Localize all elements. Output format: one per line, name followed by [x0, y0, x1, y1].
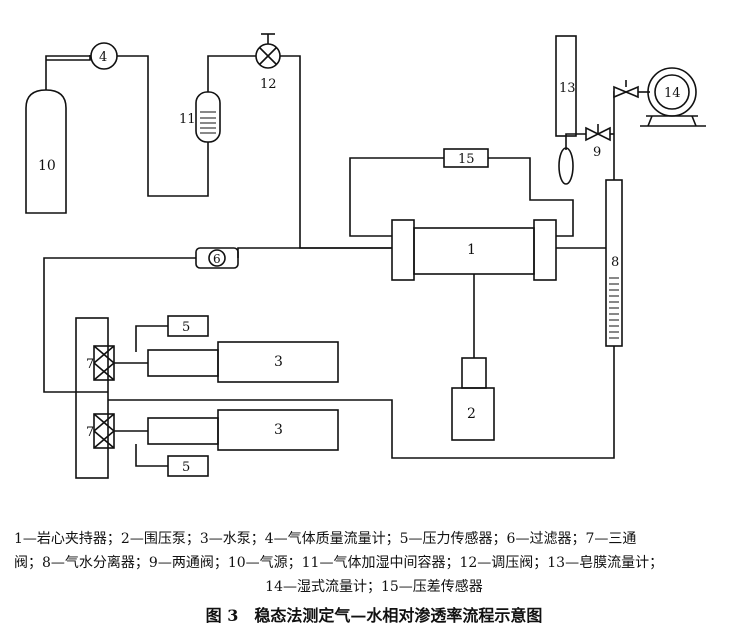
- pipe-filter-to-valve: [43, 257, 196, 393]
- pipe-separator-up: [613, 91, 626, 180]
- label-13: 13: [559, 81, 576, 96]
- valve-manifold-frame: [75, 317, 109, 479]
- pressure-sensor-bottom: 5: [167, 455, 209, 477]
- label-10: 10: [38, 158, 56, 174]
- soap-film-flowmeter: 13: [555, 35, 577, 185]
- wet-flowmeter: 14: [640, 67, 706, 127]
- three-way-valve-bottom: 7: [86, 413, 115, 449]
- label-12: 12: [260, 77, 277, 92]
- label-3-bottom: 3: [274, 422, 283, 438]
- legend-line-2: 阀；8—气水分离器；9—两通阀；10—气源；11—气体加湿中间容器；12—调压阀…: [14, 555, 664, 571]
- three-way-valve-top: 7: [86, 345, 115, 381]
- label-11: 11: [179, 112, 196, 127]
- label-5-top: 5: [182, 320, 190, 335]
- label-15: 15: [458, 152, 475, 167]
- legend-line-1: 1—岩心夹持器；2—围压泵；3—水泵；4—气体质量流量计；5—压力传感器；6—过…: [14, 531, 637, 547]
- gas-water-separator: 8: [605, 179, 623, 347]
- label-4: 4: [99, 50, 107, 65]
- gas-source-cylinder: 10: [25, 60, 67, 214]
- two-way-valve-9: 9: [585, 124, 611, 160]
- confining-pressure-pump: 2: [451, 357, 495, 441]
- pipe-humidifier-out: [207, 55, 256, 92]
- water-pump-bottom: 3: [147, 409, 339, 451]
- label-6: 6: [213, 252, 221, 266]
- label-7-bottom: 7: [86, 425, 94, 440]
- pipe-12-to-core: [280, 55, 392, 249]
- pipe-filter-line: [237, 247, 392, 258]
- label-5-bottom: 5: [182, 460, 190, 475]
- flow-diagram: 10 4 11 12 1 15: [25, 33, 706, 479]
- legend-line-3: 14—湿式流量计；15—压差传感器: [265, 579, 483, 595]
- filter: 6: [195, 247, 239, 269]
- core-holder: 1: [391, 219, 557, 281]
- pressure-sensor-top: 5: [167, 315, 209, 337]
- pressure-regulator-valve: 12: [255, 33, 281, 92]
- label-2: 2: [467, 406, 476, 422]
- pipe-to-soap-meter: [565, 133, 586, 150]
- pipe-sensor-top: [135, 325, 168, 352]
- gas-mass-flowmeter: 4: [90, 42, 118, 70]
- humidifier-vessel: 11: [179, 91, 221, 143]
- pipe-dp-left: [349, 157, 444, 237]
- label-14: 14: [664, 86, 681, 101]
- pipe-separator-return: [108, 346, 615, 459]
- figure-title: 图 3 稳态法测定气—水相对渗透率流程示意图: [205, 606, 543, 625]
- label-3-top: 3: [274, 354, 283, 370]
- differential-pressure-sensor: 15: [443, 148, 489, 168]
- pipe-4-down-to-11: [117, 55, 196, 197]
- pipe-dp-right: [488, 157, 574, 237]
- label-1: 1: [467, 242, 476, 258]
- label-9: 9: [593, 145, 601, 160]
- label-8: 8: [611, 255, 619, 270]
- wet-meter-valve: [613, 80, 639, 99]
- pipe-to-4: [45, 55, 90, 60]
- water-pump-top: 3: [147, 341, 339, 383]
- pipe-humidifier-in: [196, 142, 209, 197]
- label-7-top: 7: [86, 357, 94, 372]
- pipe-sensor-bottom: [135, 444, 168, 467]
